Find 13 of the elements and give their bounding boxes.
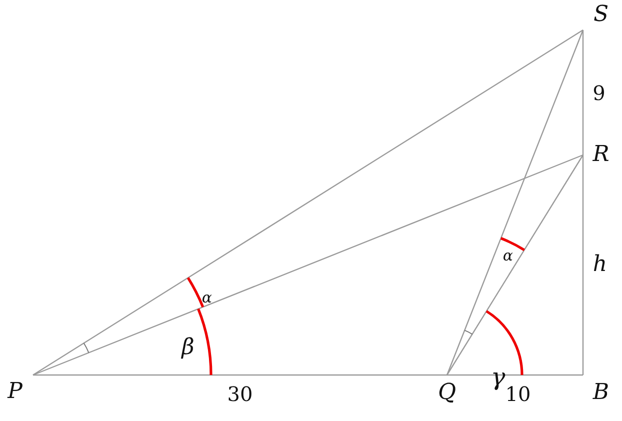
point-label: R bbox=[592, 144, 610, 166]
point-label: P bbox=[8, 381, 22, 403]
length-label: 30 bbox=[227, 384, 253, 404]
point-label: B bbox=[592, 382, 610, 404]
point-label: S bbox=[593, 4, 609, 26]
angle-label: α bbox=[202, 290, 212, 306]
angle-label: β bbox=[182, 337, 194, 359]
length-label: 10 bbox=[505, 384, 531, 404]
length-label: 9 bbox=[592, 83, 606, 103]
point-label: Q bbox=[438, 382, 456, 404]
length-label: h bbox=[592, 254, 608, 276]
angle-label: γ bbox=[490, 365, 506, 389]
angle-label: α bbox=[502, 248, 514, 264]
